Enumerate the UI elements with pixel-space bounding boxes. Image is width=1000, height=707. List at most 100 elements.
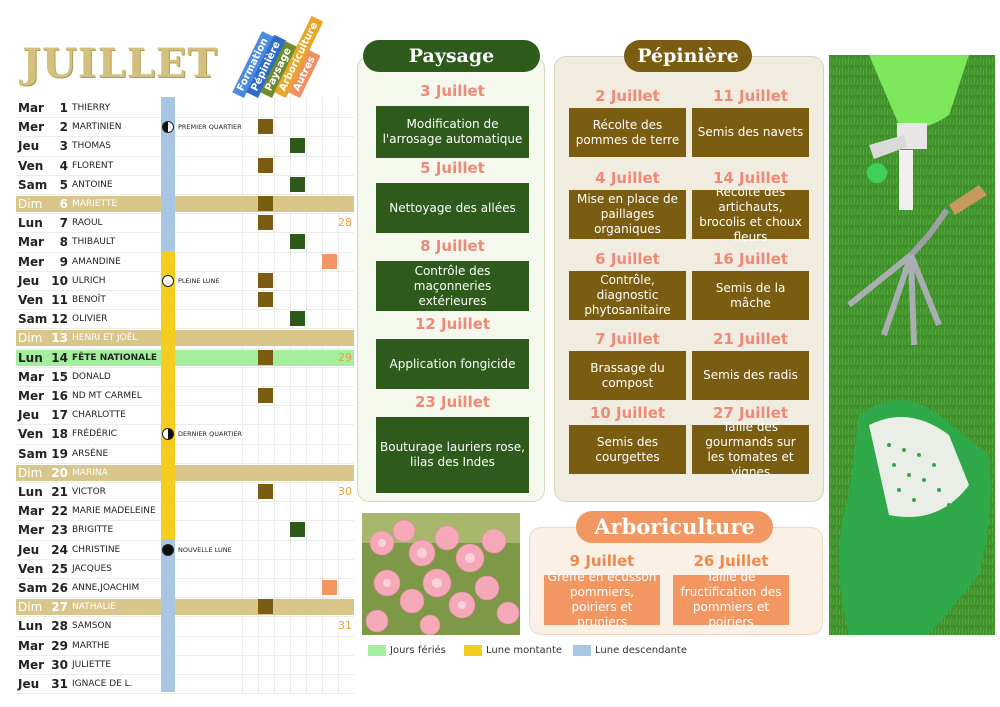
moon-phase-label: DERNIER QUARTIER	[178, 430, 242, 439]
day-abbr: Lun	[18, 216, 43, 231]
legend-holidays: Jours fériés	[368, 645, 446, 656]
grid-row-line	[16, 232, 354, 234]
saint-name: DONALD	[72, 371, 111, 382]
day-number: 24	[51, 542, 68, 557]
grid-row-line	[16, 174, 354, 176]
pepiniere-task: Semis de la mâche	[692, 271, 809, 320]
day-number: 3	[59, 139, 68, 154]
day-number: 23	[51, 523, 68, 538]
day-abbr: Mar	[18, 504, 44, 519]
saint-name: MARIETTE	[72, 199, 118, 209]
paysage-task: Contrôle des maçonneries extérieures	[376, 261, 529, 311]
grid-row-line	[16, 674, 354, 675]
day-abbr: Mar	[18, 369, 44, 384]
grid-row-line	[16, 443, 354, 445]
day-abbr: Mar	[18, 101, 44, 115]
day-number: 22	[51, 504, 68, 519]
pepiniere-date: 11 Juillet	[712, 87, 789, 105]
pepiniere-date: 21 Juillet	[712, 330, 789, 348]
pepiniere-date: 16 Juillet	[712, 250, 789, 268]
grid-column-line	[338, 97, 339, 694]
arboriculture-task: Taille de fructification des pommiers et…	[673, 570, 789, 629]
grid-row-line	[16, 462, 354, 464]
grid-row-line	[16, 693, 354, 695]
day-abbr: Lun	[18, 350, 43, 365]
pepiniere-date: 7 Juillet	[595, 330, 660, 348]
arboriculture-date: 26 Juillet	[693, 552, 769, 570]
oleander-photo	[362, 513, 520, 635]
day-abbr: Mer	[18, 523, 44, 538]
moon-phase-label: NOUVELLE LUNE	[178, 545, 232, 554]
day-abbr: Mer	[18, 657, 44, 672]
flower-illustration	[362, 513, 520, 635]
grid-column-line	[290, 97, 291, 694]
day-number: 1	[59, 101, 68, 115]
saint-name: IGNACE DE L.	[72, 679, 133, 689]
day-abbr: Ven	[18, 158, 44, 173]
activity-marker-formation	[258, 157, 273, 173]
day-number: 6	[59, 197, 68, 211]
week-number: 28	[338, 216, 352, 230]
grid-row-line	[16, 366, 354, 368]
day-abbr: Mar	[18, 235, 44, 250]
saint-name: NATHALIE	[72, 602, 116, 613]
day-number: 9	[59, 254, 68, 269]
paysage-date: 23 Juillet	[414, 393, 491, 411]
saint-name: MARTHE	[72, 640, 110, 651]
grid-row-line	[16, 520, 354, 522]
saint-name: CHRISTINE	[72, 544, 121, 555]
day-abbr: Sam	[18, 446, 48, 461]
day-number: 14	[51, 350, 68, 365]
saint-name: MARINA	[72, 467, 108, 478]
grid-row-line	[16, 578, 354, 579]
activity-marker-autres	[322, 253, 337, 269]
paysage-task: Application fongicide	[376, 339, 529, 389]
saint-name: ULRICH	[72, 275, 106, 286]
legend-label-descending-moon: Lune descendante	[595, 645, 687, 656]
saint-name: ANNE,JOACHIM	[72, 583, 140, 593]
saint-name: OLIVIER	[72, 314, 108, 325]
day-number: 18	[51, 427, 68, 442]
garden-tools-photo	[829, 55, 995, 635]
pepiniere-date: 2 Juillet	[595, 87, 660, 105]
grid-row-line	[16, 328, 354, 330]
paysage-date: 3 Juillet	[420, 82, 485, 100]
day-number: 13	[51, 331, 68, 346]
grid-row-line	[16, 251, 354, 253]
saint-name: THIERRY	[72, 103, 111, 113]
pepiniere-task: Récolte des artichauts, brocolis et chou…	[692, 185, 809, 244]
pepiniere-task: Brassage du compost	[569, 351, 686, 400]
week-number: 30	[338, 485, 352, 498]
grid-column-line	[322, 97, 323, 694]
legend-swatch-descending-moon	[573, 645, 591, 656]
activity-marker-formation	[258, 215, 273, 231]
day-number: 10	[51, 273, 68, 288]
pepiniere-task: Semis des navets	[692, 108, 809, 157]
saint-name: ND MT CARMEL	[72, 391, 142, 401]
day-abbr: Jeu	[18, 542, 40, 557]
day-number: 19	[51, 446, 68, 461]
grid-row-line	[16, 616, 354, 618]
grid-column-line	[242, 97, 243, 694]
day-number: 17	[51, 408, 68, 423]
arboriculture-date: 9 Juillet	[569, 552, 635, 570]
day-number: 15	[51, 369, 68, 384]
first-moon-icon	[162, 121, 174, 134]
saint-name: JULIETTE	[72, 659, 112, 670]
grid-row-line	[16, 386, 354, 387]
day-abbr: Jeu	[18, 677, 40, 691]
pepiniere-date: 10 Juillet	[589, 404, 666, 422]
tools-illustration	[829, 55, 995, 635]
pepiniere-date: 14 Juillet	[712, 169, 789, 187]
day-abbr: Jeu	[18, 139, 40, 154]
saint-name: MARTINIEN	[72, 122, 122, 133]
paysage-task: Bouturage lauriers rose, lilas des Indes	[376, 417, 529, 493]
day-abbr: Ven	[18, 293, 44, 307]
saint-name: ANTOINE	[72, 179, 113, 190]
day-abbr: Ven	[18, 561, 44, 576]
pepiniere-task: Mise en place de paillages organiques	[569, 190, 686, 239]
descending-moon-strip	[161, 538, 175, 693]
saint-name: JACQUES	[72, 563, 112, 574]
day-abbr: Ven	[18, 427, 44, 442]
